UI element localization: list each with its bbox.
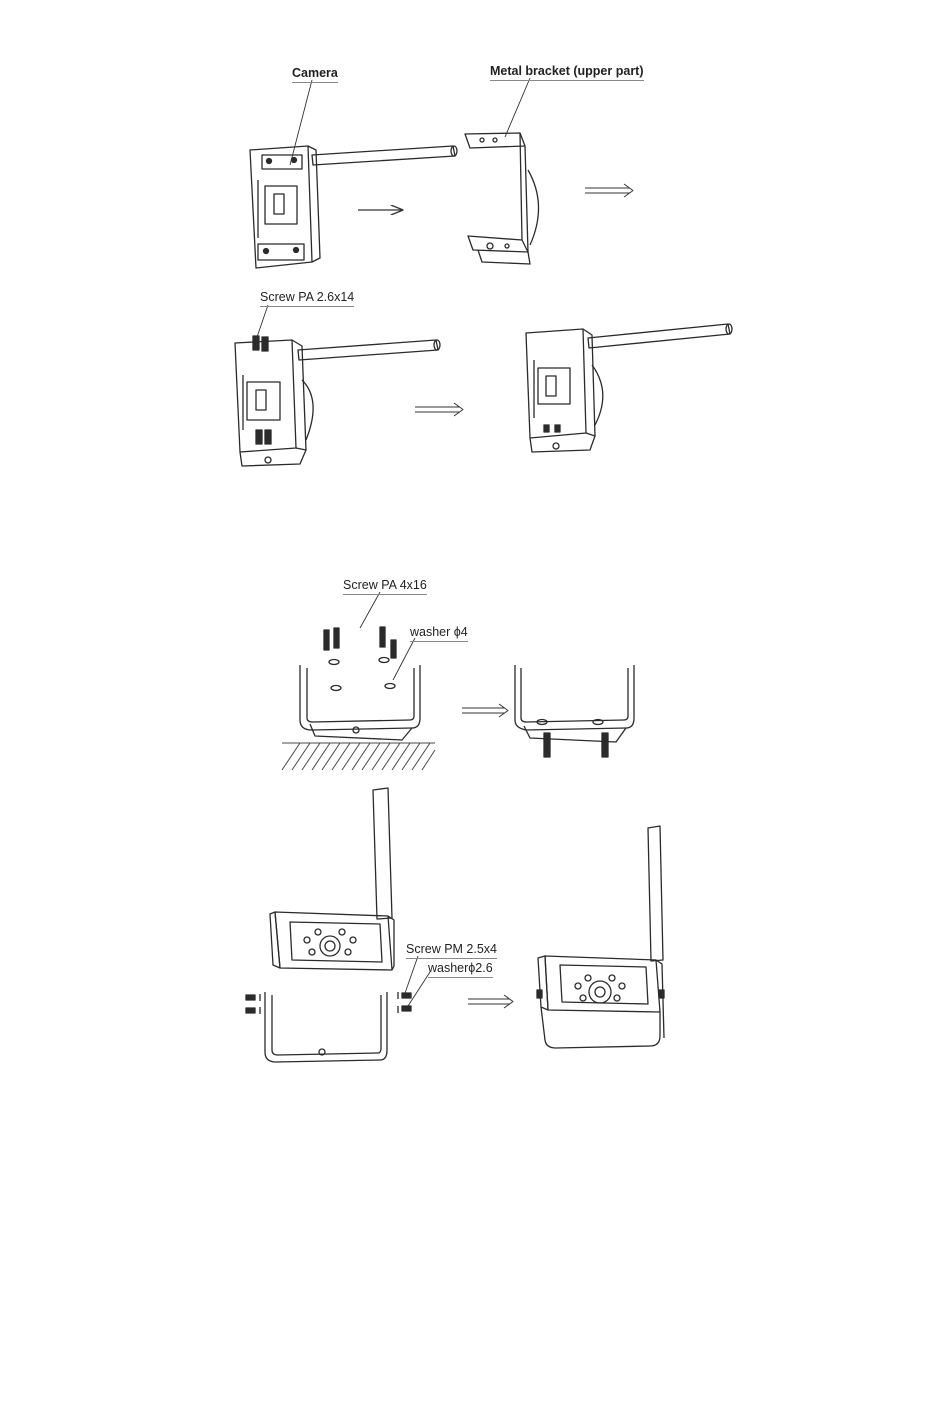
label-camera: Camera xyxy=(292,66,338,80)
label-washer-4: washer ϕ4 xyxy=(410,625,468,639)
step4-assembled-camera xyxy=(537,826,664,1048)
label-screw-pa-4x16: Screw PA 4x16 xyxy=(343,578,427,592)
label-screw-pa-26x14-underline xyxy=(260,306,354,307)
label-screw-pa-26x14-text: Screw PA 2.6x14 xyxy=(260,290,354,304)
label-washer-26-text: washerϕ2.6 xyxy=(428,961,493,975)
step1-camera-rear xyxy=(250,146,457,268)
arrow-step1b xyxy=(585,184,633,197)
label-washer-4-text: washer ϕ4 xyxy=(410,625,468,639)
label-screw-pm-25x4-underline xyxy=(406,958,497,959)
label-washer-26-underline xyxy=(428,977,493,978)
arrow-step3 xyxy=(462,704,508,717)
label-camera-text: Camera xyxy=(292,66,338,80)
label-bracket-upper-text: Metal bracket (upper part) xyxy=(490,64,644,78)
step2-assembly-with-screws xyxy=(235,336,440,466)
label-screw-pa-4x16-underline xyxy=(343,594,427,595)
step4-bracket-with-screws xyxy=(246,992,411,1062)
ground-surface xyxy=(282,743,435,770)
label-screw-pa-4x16-text: Screw PA 4x16 xyxy=(343,578,427,592)
step4-camera-front xyxy=(270,788,394,970)
arrow-step2 xyxy=(415,403,463,416)
step2-assembled-camera xyxy=(526,324,732,452)
label-screw-pm-25x4-text: Screw PM 2.5x4 xyxy=(406,942,497,956)
arrow-step4 xyxy=(468,995,513,1008)
label-bracket-upper-underline xyxy=(490,80,644,81)
step3-mounted-bracket xyxy=(515,665,634,757)
label-washer-4-underline xyxy=(410,641,468,642)
step1-bracket-upper xyxy=(465,133,539,264)
step3-base-bracket xyxy=(300,627,420,740)
label-screw-pm-25x4: Screw PM 2.5x4 xyxy=(406,942,497,956)
label-washer-26: washerϕ2.6 xyxy=(428,961,493,975)
label-camera-underline xyxy=(292,82,338,83)
label-screw-pa-26x14: Screw PA 2.6x14 xyxy=(260,290,354,304)
label-bracket-upper: Metal bracket (upper part) xyxy=(490,64,644,78)
